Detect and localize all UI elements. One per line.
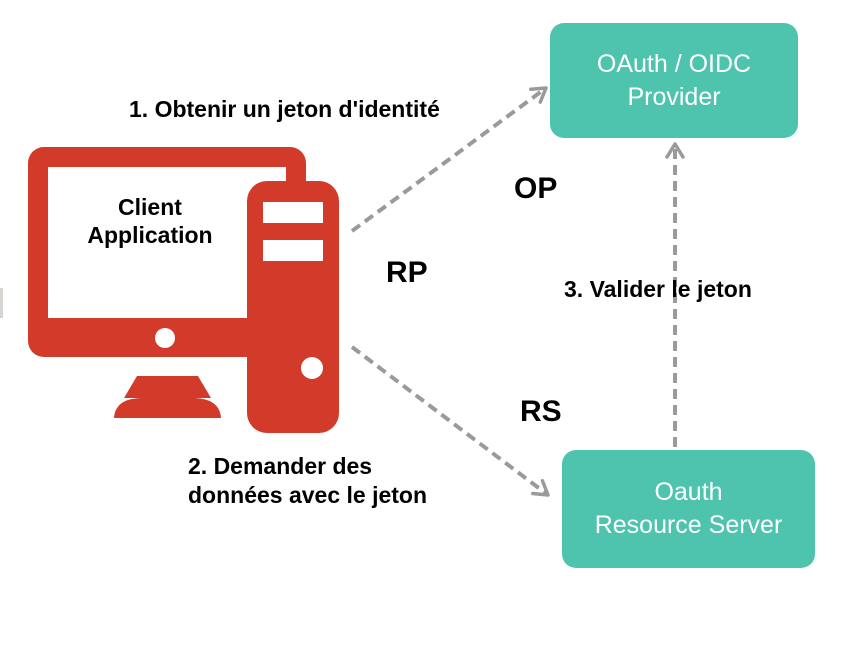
oauth-oidc-provider-label: OAuth / OIDC Provider [596, 49, 752, 111]
oauth-resource-server-label: Oauth Resource Server [594, 478, 783, 539]
label-step3-validate-token: 3. Valider le jeton [564, 276, 752, 302]
label-op-role: OP [514, 172, 558, 205]
desktop-with-tower-icon [28, 147, 339, 433]
label-step1-obtain-token: 1. Obtenir un jeton d'identité [129, 96, 440, 122]
oauth-resource-server-box: Oauth Resource Server [562, 450, 815, 568]
client-application-label: Client Application [87, 194, 213, 248]
label-rs-role: RS [520, 395, 562, 428]
left-edge-artifact [0, 288, 3, 318]
label-step2-request-data: 2. Demander des données avec le jeton [188, 453, 428, 508]
oauth-oidc-provider-box: OAuth / OIDC Provider [550, 23, 798, 138]
obtain-token-arrow [350, 86, 548, 233]
request-data-arrow [350, 345, 550, 497]
label-rp-role: RP [386, 256, 428, 289]
